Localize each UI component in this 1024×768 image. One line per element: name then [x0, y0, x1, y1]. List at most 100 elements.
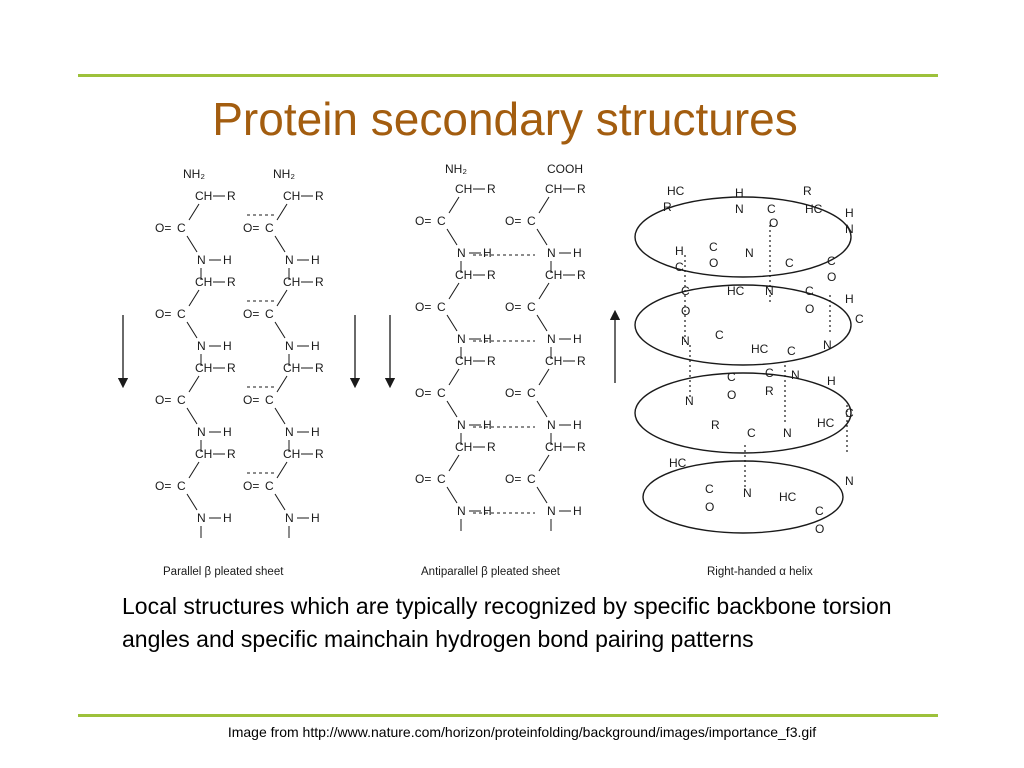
bond	[446, 486, 458, 504]
atom-label: N	[285, 253, 294, 267]
atom-label: O	[705, 500, 714, 514]
atom-label: O=	[243, 479, 259, 493]
bond	[536, 314, 548, 332]
atom-label: O=	[415, 300, 431, 314]
atom-label: N	[457, 332, 466, 346]
atom-label: N	[743, 486, 752, 500]
atom-label: C	[527, 472, 536, 486]
atom-label: N	[285, 339, 294, 353]
atom-label: H	[573, 504, 582, 518]
atom-label: C	[437, 300, 446, 314]
strand-terminus-label: NH₂	[273, 167, 295, 181]
atom-label: R	[227, 361, 236, 375]
atom-label: C	[767, 202, 776, 216]
atom-label: N	[547, 332, 556, 346]
atom-label: C	[265, 479, 274, 493]
atom-label: C	[709, 240, 718, 254]
atom-label: R	[711, 418, 720, 432]
atom-label: H	[483, 332, 492, 346]
bond	[186, 407, 198, 425]
atom-label: CH	[283, 361, 300, 375]
bond	[276, 203, 288, 221]
atom-label: HC	[727, 284, 745, 298]
atom-label: O=	[505, 214, 521, 228]
atom-label: HC	[779, 490, 797, 504]
bond	[538, 196, 550, 214]
atom-label: H	[483, 418, 492, 432]
atom-label: O=	[155, 479, 171, 493]
atom-label: O	[827, 270, 836, 284]
atom-label: O=	[243, 221, 259, 235]
atom-label: R	[487, 354, 496, 368]
atom-label: H	[483, 504, 492, 518]
bond	[274, 235, 286, 253]
bond	[538, 454, 550, 472]
slide-caption: Local structures which are typically rec…	[122, 593, 892, 652]
atom-label: H	[223, 339, 232, 353]
atom-label: C	[437, 214, 446, 228]
atom-label: O	[681, 304, 690, 318]
atom-label: N	[457, 504, 466, 518]
bond	[188, 375, 200, 393]
strand-terminus-label: COOH	[547, 162, 583, 176]
atom-label: C	[765, 366, 774, 380]
atom-label: H	[573, 418, 582, 432]
atom-label: R	[227, 447, 236, 461]
atom-label: N	[197, 339, 206, 353]
atom-label: R	[577, 268, 586, 282]
atom-label: CH	[455, 440, 472, 454]
bond	[188, 203, 200, 221]
atom-label: CH	[283, 447, 300, 461]
atom-label: C	[827, 254, 836, 268]
atom-label: C	[265, 393, 274, 407]
atom-label: H	[311, 425, 320, 439]
bond	[448, 282, 460, 300]
atom-label: CH	[195, 447, 212, 461]
atom-label: C	[527, 300, 536, 314]
atom-label: R	[663, 200, 672, 214]
atom-label: N	[685, 394, 694, 408]
atom-label: N	[845, 222, 854, 236]
bond	[188, 461, 200, 479]
atom-label: R	[315, 189, 324, 203]
bond	[274, 493, 286, 511]
bond	[536, 486, 548, 504]
atom-label: C	[527, 386, 536, 400]
slide-title: Protein secondary structures	[212, 93, 798, 145]
atom-label: R	[315, 447, 324, 461]
atom-label: R	[577, 354, 586, 368]
atom-label: O	[815, 522, 824, 536]
atom-label: HC	[817, 416, 835, 430]
atom-label: O=	[415, 386, 431, 400]
atom-label: C	[177, 307, 186, 321]
atom-label: N	[823, 338, 832, 352]
bond	[446, 314, 458, 332]
bond	[276, 375, 288, 393]
atom-label: N	[457, 418, 466, 432]
atom-label: O=	[505, 386, 521, 400]
atom-label: O=	[155, 221, 171, 235]
panel-label: Antiparallel β pleated sheet	[421, 566, 561, 578]
atom-label: CH	[283, 189, 300, 203]
atom-label: R	[765, 384, 774, 398]
atom-label: H	[311, 253, 320, 267]
atom-label: N	[791, 368, 800, 382]
atom-label: N	[197, 511, 206, 525]
atom-label: N	[845, 474, 854, 488]
atom-label: C	[177, 479, 186, 493]
atom-label: H	[845, 292, 854, 306]
atom-label: CH	[283, 275, 300, 289]
bond	[276, 289, 288, 307]
atom-label: O=	[415, 472, 431, 486]
atom-label: R	[487, 440, 496, 454]
atom-label: C	[805, 284, 814, 298]
bond	[538, 368, 550, 386]
atom-label: N	[783, 426, 792, 440]
atom-label: R	[315, 361, 324, 375]
atom-label: H	[735, 186, 744, 200]
atom-label: O=	[415, 214, 431, 228]
atom-label: O=	[155, 393, 171, 407]
atom-label: O	[769, 216, 778, 230]
